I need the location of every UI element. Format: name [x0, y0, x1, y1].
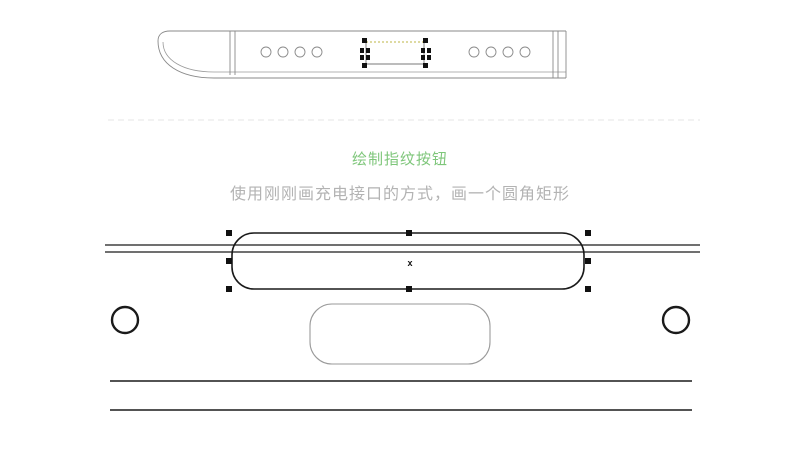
speaker-holes-left: [260, 46, 323, 58]
camera-circle-left: [110, 305, 140, 335]
charging-port-selection[interactable]: [360, 38, 431, 68]
handle-top-right: [585, 230, 591, 236]
charging-port-outline: [365, 42, 425, 65]
handle-mid-right-c: [421, 55, 425, 60]
top-illustration-group: [157, 30, 567, 79]
handle-mid-left-b: [366, 48, 370, 53]
handle-bottom-right: [423, 63, 428, 68]
fingerprint-rounded-rect[interactable]: [231, 232, 585, 290]
handle-bottom-center: [406, 286, 412, 292]
handle-bottom-right: [585, 286, 591, 292]
handle-mid-left-c: [360, 55, 364, 60]
handle-mid-right-b: [427, 48, 431, 53]
handle-mid-right-d: [427, 55, 431, 60]
camera-circle-right: [661, 305, 691, 335]
handle-bottom-left: [226, 286, 232, 292]
handle-mid-left-a: [360, 48, 364, 53]
tutorial-step-title: 绘制指纹按钮: [351, 151, 448, 168]
charging-port-handles[interactable]: [360, 38, 431, 68]
home-button-outline: [309, 303, 491, 365]
handle-mid-left-d: [366, 55, 370, 60]
speaker-holes-right: [468, 46, 531, 58]
handle-mid-right: [585, 258, 591, 264]
handle-top-center: [406, 230, 412, 236]
edge-outer-curve: [157, 40, 566, 79]
center-anchor-marker: x: [407, 258, 412, 268]
edge-inner-curve: [162, 41, 566, 73]
handle-top-right: [423, 38, 428, 43]
handle-bottom-left: [362, 63, 367, 68]
fingerprint-rect-handles[interactable]: [226, 230, 591, 292]
handle-mid-right-a: [421, 48, 425, 53]
tutorial-step-subtitle: 使用刚刚画充电接口的方式，画一个圆角矩形: [229, 186, 570, 203]
edge-top-left-corner: [157, 30, 171, 42]
handle-top-left: [226, 230, 232, 236]
main-illustration-group: x: [105, 230, 700, 411]
handle-top-left: [362, 38, 367, 43]
handle-mid-left: [226, 258, 232, 264]
